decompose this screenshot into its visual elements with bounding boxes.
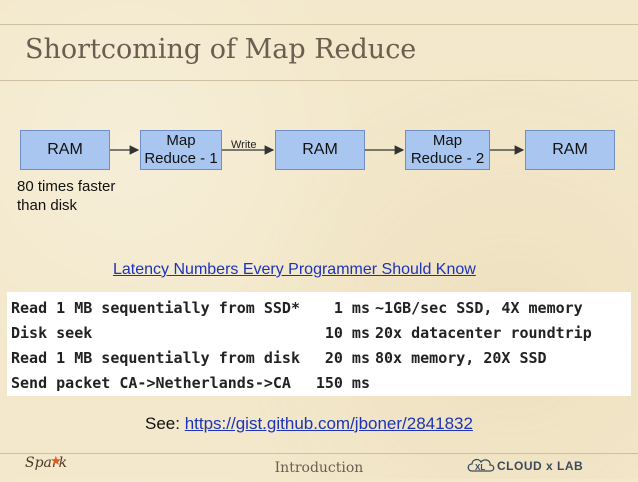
top-rule <box>0 24 638 25</box>
row-operation: Read 1 MB sequentially from disk <box>11 349 300 367</box>
table-row: Read 1 MB sequentially from disk 20 ms 8… <box>7 347 631 369</box>
latency-numbers-link[interactable]: Latency Numbers Every Programmer Should … <box>113 261 476 278</box>
speed-note-line1: 80 times faster <box>17 178 116 195</box>
row-operation: Disk seek <box>11 324 93 342</box>
row-time: 20 ms <box>324 349 370 367</box>
spark-logo: Spark <box>25 455 68 471</box>
footer-section-label: Introduction <box>274 460 364 476</box>
ram-box-2-label: RAM <box>302 141 338 158</box>
map-reduce-2-line2: Reduce - 2 <box>410 150 485 167</box>
row-time: 150 ms <box>315 374 370 392</box>
ram-box-1: RAM <box>20 130 110 170</box>
cloudxlab-mark: XL <box>475 463 485 472</box>
write-label: Write <box>231 139 257 151</box>
page-title: Shortcoming of Map Reduce <box>25 34 417 65</box>
speed-note: 80 times faster than disk <box>17 177 115 215</box>
row-time: 10 ms <box>324 324 370 342</box>
latency-table: Read 1 MB sequentially from SSD* 1 ms ~1… <box>7 292 631 396</box>
table-row: Send packet CA->Netherlands->CA 150 ms <box>7 372 631 394</box>
cloudxlab-logo: CLOUD x LAB <box>497 459 584 473</box>
spark-star-icon: ★ <box>50 453 62 468</box>
map-reduce-1-line2: Reduce - 1 <box>144 150 218 167</box>
title-rule <box>0 80 638 81</box>
table-row: Disk seek 10 ms 20x datacenter roundtrip <box>7 322 631 344</box>
speed-note-line2: than disk <box>17 197 78 214</box>
ram-box-2: RAM <box>275 130 365 170</box>
map-reduce-box-2: Map Reduce - 2 <box>405 130 490 170</box>
ram-box-1-label: RAM <box>47 141 83 158</box>
row-time: 1 ms <box>333 299 370 317</box>
footer-rule <box>0 453 638 454</box>
row-comment: 20x datacenter roundtrip <box>375 324 592 342</box>
map-reduce-1-line1: Map <box>166 132 196 149</box>
row-comment: ~1GB/sec SSD, 4X memory <box>375 299 583 317</box>
row-comment: 80x memory, 20X SSD <box>375 349 547 367</box>
see-reference: See: https://gist.github.com/jboner/2841… <box>145 414 473 434</box>
row-operation: Read 1 MB sequentially from SSD* <box>11 299 300 317</box>
row-operation: Send packet CA->Netherlands->CA <box>11 374 291 392</box>
gist-link[interactable]: https://gist.github.com/jboner/2841832 <box>184 414 473 433</box>
table-row: Read 1 MB sequentially from SSD* 1 ms ~1… <box>7 297 631 319</box>
ram-box-3-label: RAM <box>552 141 588 158</box>
cloudxlab-cloud-icon: XL <box>467 458 495 472</box>
map-reduce-2-line1: Map <box>432 132 463 149</box>
see-prefix: See: <box>145 414 185 433</box>
ram-box-3: RAM <box>525 130 615 170</box>
map-reduce-box-1: Map Reduce - 1 <box>140 130 222 170</box>
